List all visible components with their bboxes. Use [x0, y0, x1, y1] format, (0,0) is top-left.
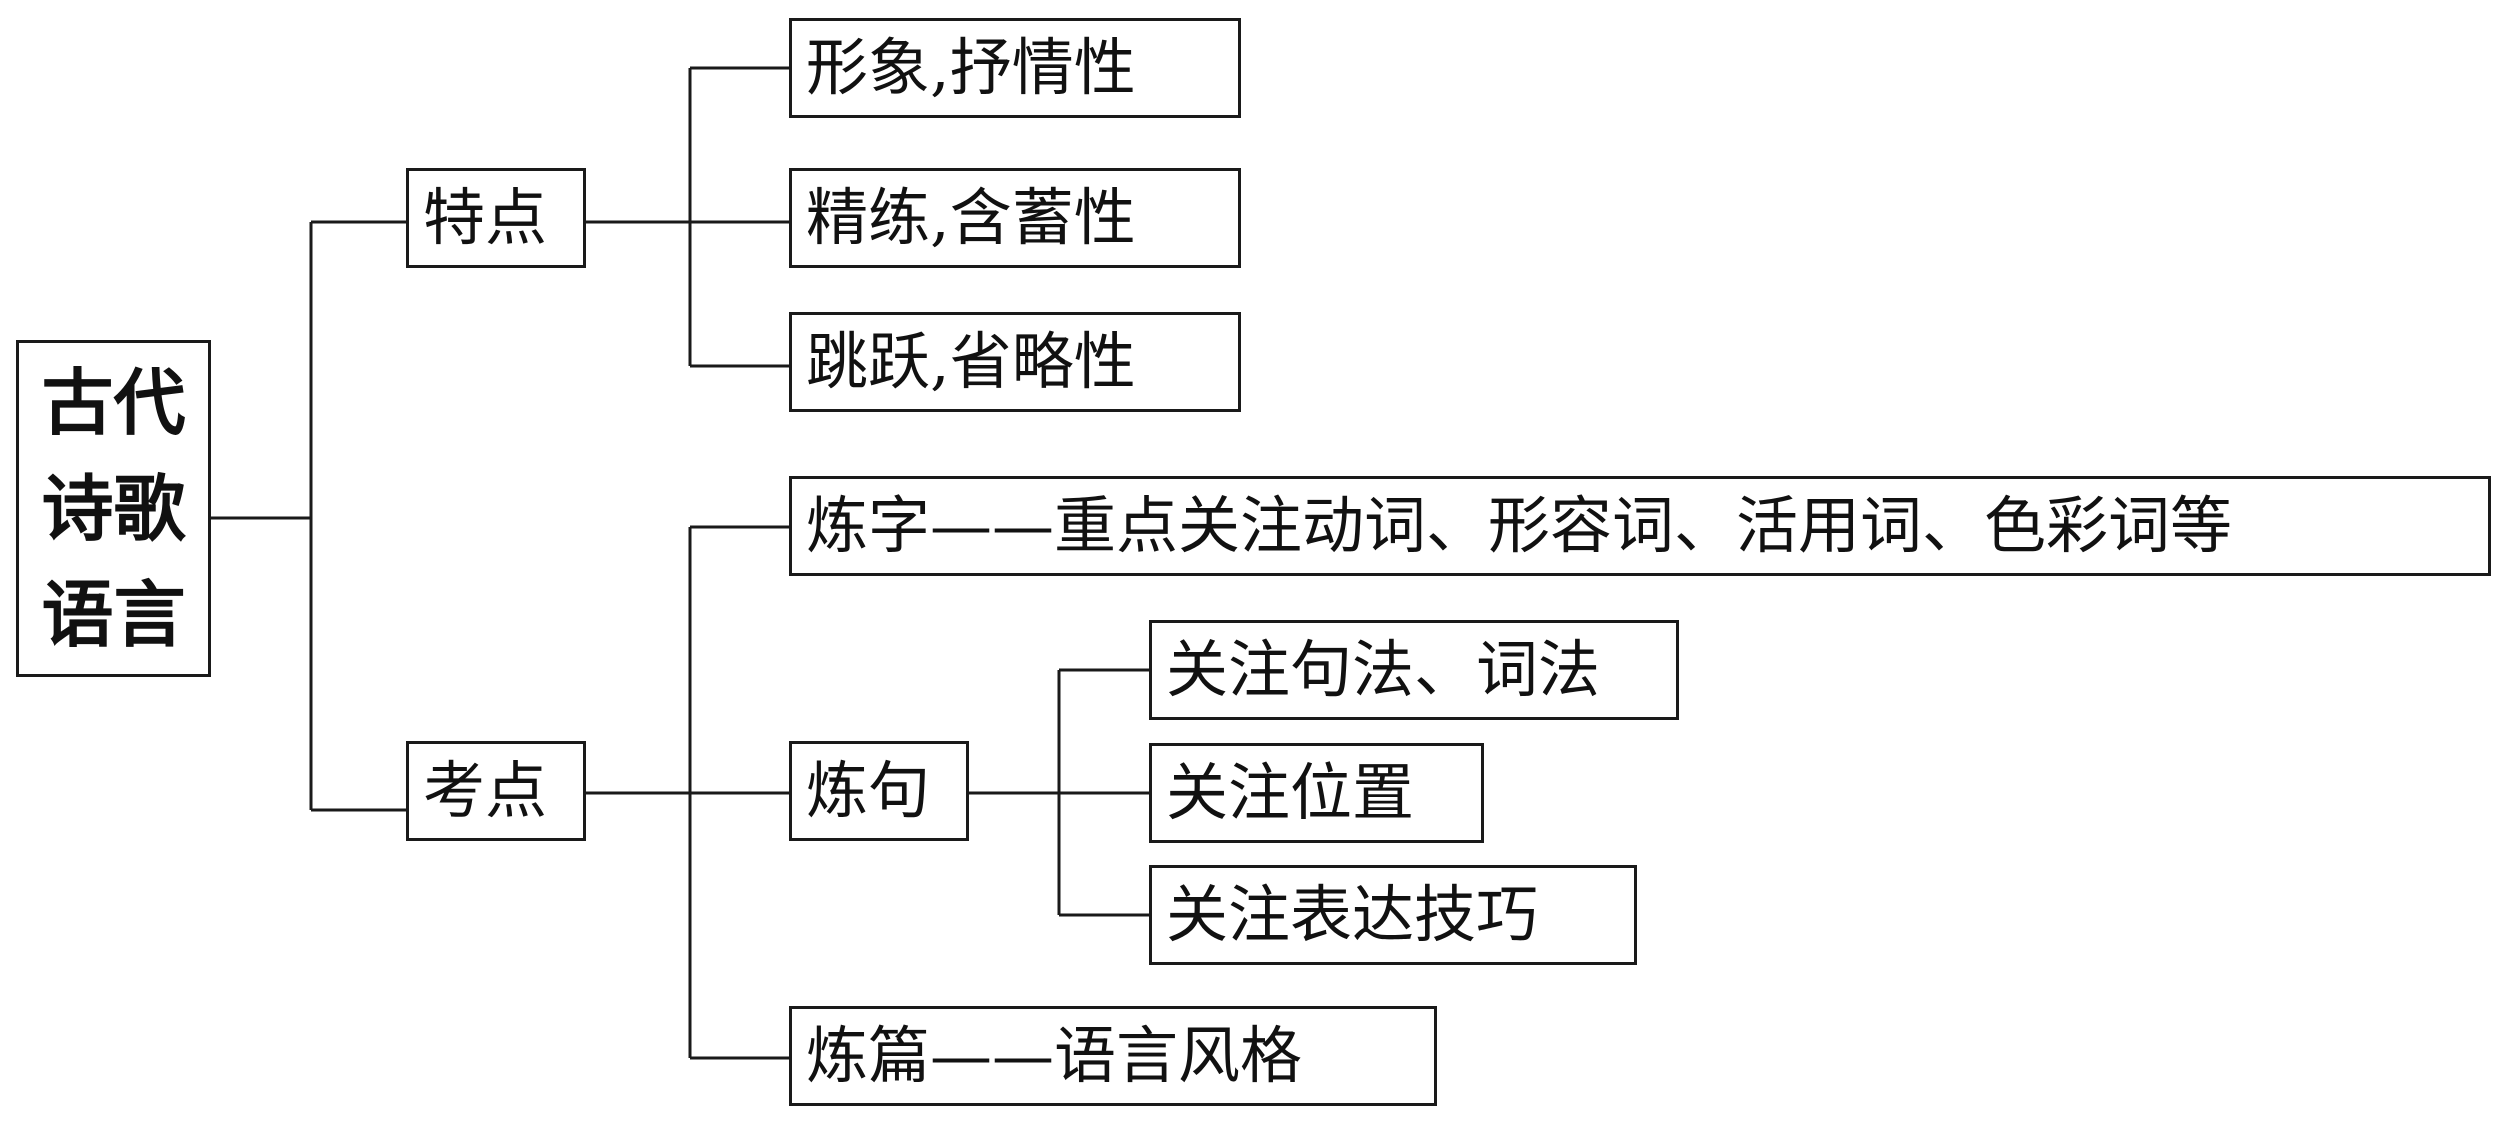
leaf-label: 关注位置: [1166, 756, 1415, 829]
leaf-node-lianpian: 炼篇——语言风格: [789, 1006, 1437, 1106]
leaf-label: 跳跃,省略性: [806, 325, 1136, 398]
leaf-node: 形象,抒情性: [789, 18, 1241, 118]
leaf-label: 炼字——重点关注动词、形容词、活用词、色彩词等: [806, 489, 2233, 562]
leaf-node-lianzi: 炼字——重点关注动词、形容词、活用词、色彩词等: [789, 476, 2491, 576]
root-node: 古代诗歌语言: [16, 340, 211, 677]
leaf-node: 精练,含蓄性: [789, 168, 1241, 268]
leaf-node: 关注位置: [1149, 743, 1484, 843]
leaf-label: 炼篇——语言风格: [806, 1019, 1303, 1092]
branch-label: 炼句: [806, 754, 931, 827]
leaf-node: 跳跃,省略性: [789, 312, 1241, 412]
leaf-label: 精练,含蓄性: [806, 181, 1136, 254]
branch-node-kaodian: 考点: [406, 741, 586, 841]
leaf-node: 关注表达技巧: [1149, 865, 1637, 965]
leaf-label: 关注句法、词法: [1166, 633, 1601, 706]
branch-label: 特点: [423, 181, 548, 254]
leaf-node: 关注句法、词法: [1149, 620, 1679, 720]
root-label: 古代诗歌语言: [41, 360, 186, 657]
branch-node-lianju: 炼句: [789, 741, 969, 841]
leaf-label: 关注表达技巧: [1166, 878, 1539, 951]
branch-node-tedian: 特点: [406, 168, 586, 268]
leaf-label: 形象,抒情性: [806, 31, 1136, 104]
branch-label: 考点: [423, 754, 548, 827]
